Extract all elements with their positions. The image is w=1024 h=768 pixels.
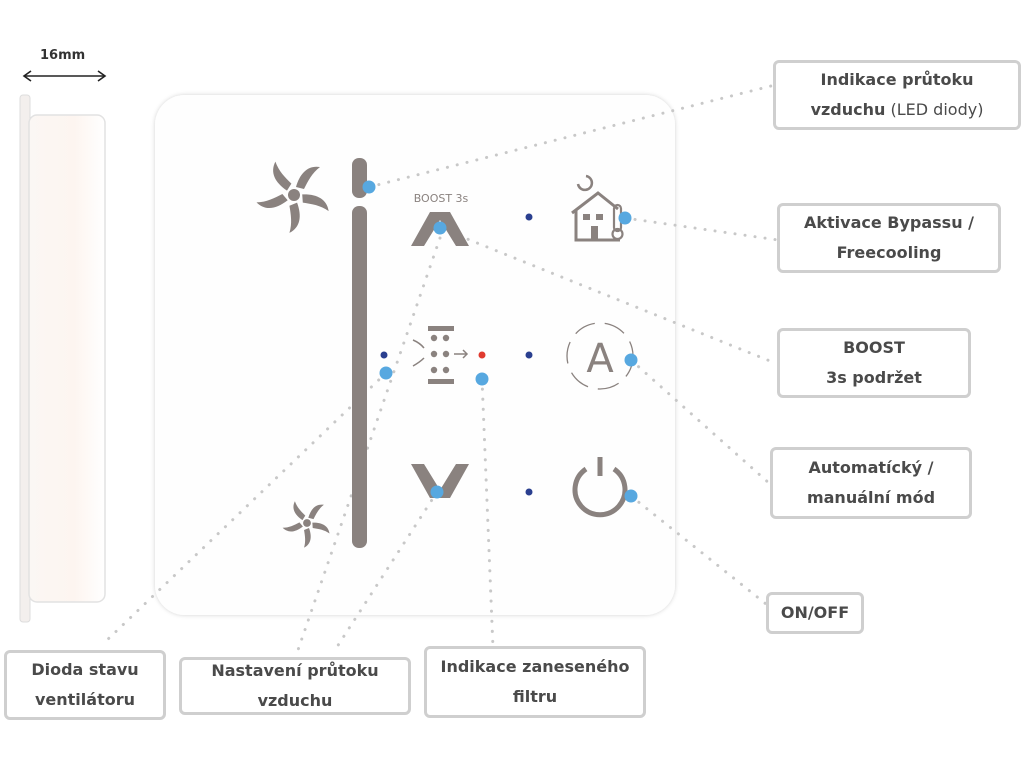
callout-fan-led: Dioda stavu ventilátoru — [4, 650, 166, 720]
callout-auto: Automatícký / manuální mód — [770, 447, 972, 519]
bypass-house-icon[interactable] — [571, 174, 624, 242]
auto-mode-icon[interactable]: A — [566, 322, 634, 390]
led-bar — [352, 158, 367, 548]
callout-flow-set: Nastavení průtoku vzduchu — [179, 657, 411, 715]
callout-text: 3s podržet — [826, 368, 922, 387]
leader-led-flow — [367, 83, 777, 189]
leader-boost — [438, 226, 777, 365]
leader-flow-set-b — [333, 490, 439, 652]
device-front-panel — [155, 95, 675, 615]
led-fan-status — [380, 351, 388, 359]
led-filter-warning — [478, 351, 486, 359]
callout-text: vzduchu — [257, 691, 333, 710]
leader-fan-led — [103, 371, 388, 644]
callout-onoff: ON/OFF — [766, 592, 864, 634]
callout-boost: BOOST 3s podržet — [777, 328, 971, 398]
fan-high-icon — [256, 161, 329, 234]
led-power — [525, 488, 533, 496]
callout-text: manuální mód — [806, 488, 936, 507]
leader-auto — [629, 358, 772, 486]
callout-text: Dioda stavu — [31, 660, 139, 679]
callout-text: ventilátoru — [34, 690, 135, 709]
led-bypass — [525, 213, 533, 221]
leader-onoff — [629, 494, 768, 606]
callout-filter: Indikace zaneseného filtru — [424, 646, 646, 718]
svg-text:A: A — [586, 336, 614, 382]
callout-text: Indikace zaneseného — [440, 657, 630, 676]
callout-text: Nastavení průtoku — [211, 661, 379, 680]
callout-text: Automatícký / — [808, 458, 934, 477]
callout-text: ON/OFF — [780, 603, 850, 622]
callout-text: Indikace průtoku — [820, 70, 974, 89]
filter-icon — [412, 326, 469, 384]
callout-text: Freecooling — [836, 243, 942, 262]
callout-markers — [362, 180, 638, 503]
leader-flow-set-a — [296, 236, 442, 652]
dimension-arrow — [22, 70, 107, 82]
callout-text: Aktivace Bypassu / — [803, 213, 974, 232]
callout-text: filtru — [512, 687, 558, 706]
leader-lines — [103, 83, 780, 652]
callout-text: vzduchu (LED diody) — [810, 100, 984, 119]
callout-text: BOOST — [843, 338, 905, 357]
callout-led-flow: Indikace průtoku vzduchu (LED diody) — [773, 60, 1021, 130]
boost-up-arrow-icon[interactable] — [411, 212, 469, 246]
led-indicators — [380, 213, 533, 496]
side-profile — [19, 94, 106, 623]
fan-low-icon — [282, 501, 330, 548]
callout-bypass: Aktivace Bypassu / Freecooling — [777, 203, 1001, 273]
boost-label: BOOST 3s — [414, 192, 469, 205]
dimension-label: 16mm — [40, 48, 86, 63]
flow-down-arrow-icon[interactable] — [411, 464, 469, 498]
power-icon[interactable] — [572, 457, 628, 518]
led-auto — [525, 351, 533, 359]
